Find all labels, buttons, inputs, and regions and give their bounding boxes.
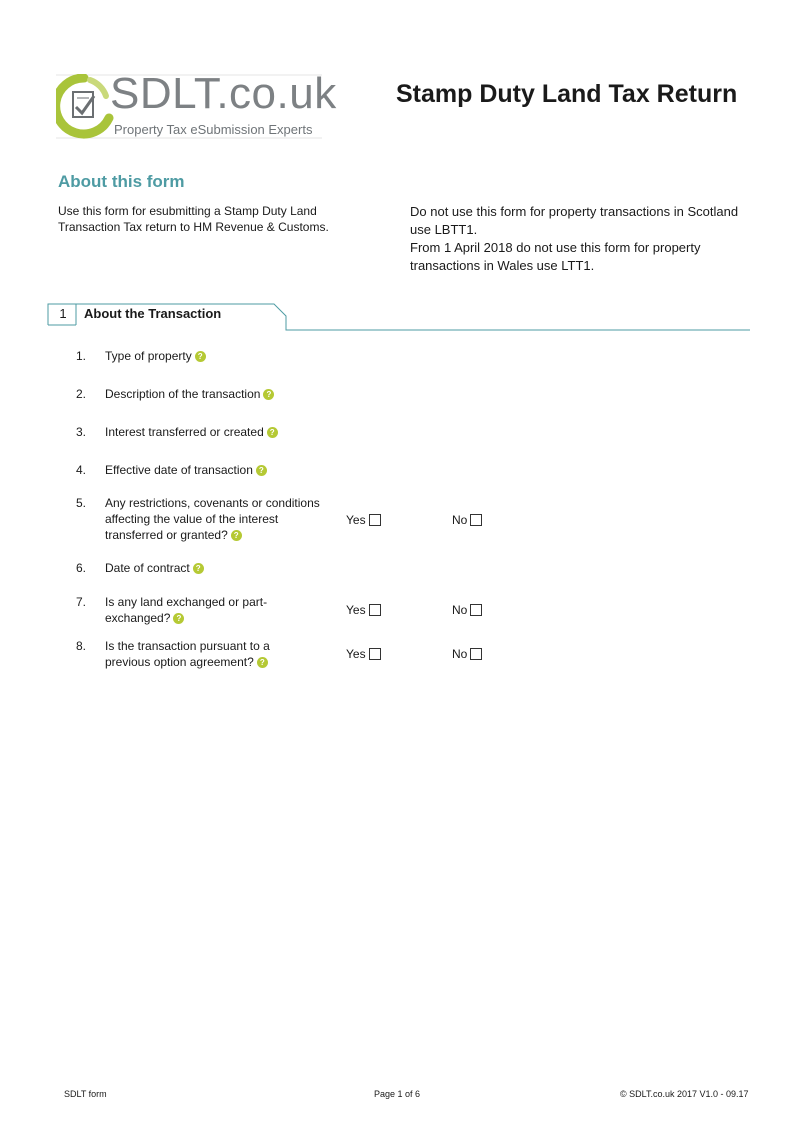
yes-label: Yes — [346, 603, 366, 617]
question-text: Description of the transaction — [105, 387, 261, 401]
footer-page-number: Page 1 of 6 — [374, 1089, 421, 1099]
question-number: 2. — [76, 387, 87, 401]
no-label: No — [452, 603, 468, 617]
help-icon[interactable]: ? — [266, 427, 278, 438]
help-icon[interactable]: ? — [194, 351, 206, 362]
section-number: 1 — [59, 306, 67, 321]
question-text: Type of property — [105, 349, 192, 363]
sdlt-logo — [56, 74, 322, 139]
no-label: No — [452, 647, 468, 661]
question-text: Is the transaction pursuant to a previou… — [105, 639, 270, 669]
question-text: Date of contract — [105, 561, 190, 575]
logo-wordmark: SDLT.co.uk — [110, 69, 337, 118]
question-text: Any restrictions, covenants or condition… — [105, 496, 320, 542]
help-icon[interactable]: ? — [173, 613, 185, 624]
help-icon[interactable]: ? — [230, 530, 242, 541]
question-number: 4. — [76, 463, 87, 477]
help-icon[interactable]: ? — [255, 465, 267, 476]
help-icon[interactable]: ? — [263, 389, 275, 400]
question-number: 8. — [76, 639, 87, 653]
question-number: 5. — [76, 496, 87, 510]
question-number: 7. — [76, 595, 87, 609]
help-icon[interactable]: ? — [192, 563, 204, 574]
logo-tagline: Property Tax eSubmission Experts — [114, 122, 313, 137]
question-number: 1. — [76, 349, 87, 363]
yes-checkbox[interactable] — [368, 514, 381, 526]
question-number: 6. — [76, 561, 87, 575]
about-usage-text: Use this form for esubmitting a Stamp Du… — [58, 204, 329, 234]
help-icon[interactable]: ? — [256, 657, 268, 668]
yes-option[interactable]: Yes — [346, 646, 381, 662]
question-number: 3. — [76, 425, 87, 439]
section-tab-outline — [47, 303, 750, 331]
page-title: Stamp Duty Land Tax Return — [396, 80, 738, 108]
scotland-note: Do not use this form for property transa… — [410, 204, 739, 237]
question-text: Interest transferred or created — [105, 425, 264, 439]
yes-checkbox[interactable] — [368, 604, 381, 616]
question-text: Effective date of transaction — [105, 463, 253, 477]
question-text: Is any land exchanged or part-exchanged? — [105, 595, 268, 625]
footer-form-name: SDLT form — [64, 1089, 107, 1099]
yes-checkbox[interactable] — [368, 648, 381, 660]
no-option[interactable]: No — [452, 512, 483, 528]
no-checkbox[interactable] — [470, 648, 483, 660]
yes-option[interactable]: Yes — [346, 602, 381, 618]
no-option[interactable]: No — [452, 646, 483, 662]
about-heading: About this form — [58, 172, 185, 191]
no-option[interactable]: No — [452, 602, 483, 618]
yes-label: Yes — [346, 513, 366, 527]
yes-option[interactable]: Yes — [346, 512, 381, 528]
no-checkbox[interactable] — [470, 514, 483, 526]
section-title: About the Transaction — [84, 306, 222, 321]
no-checkbox[interactable] — [470, 604, 483, 616]
yes-label: Yes — [346, 647, 366, 661]
no-label: No — [452, 513, 468, 527]
wales-note: From 1 April 2018 do not use this form f… — [410, 240, 701, 273]
about-restrictions: Do not use this form for property transa… — [410, 203, 740, 275]
footer-copyright: © SDLT.co.uk 2017 V1.0 - 09.17 — [620, 1089, 749, 1099]
